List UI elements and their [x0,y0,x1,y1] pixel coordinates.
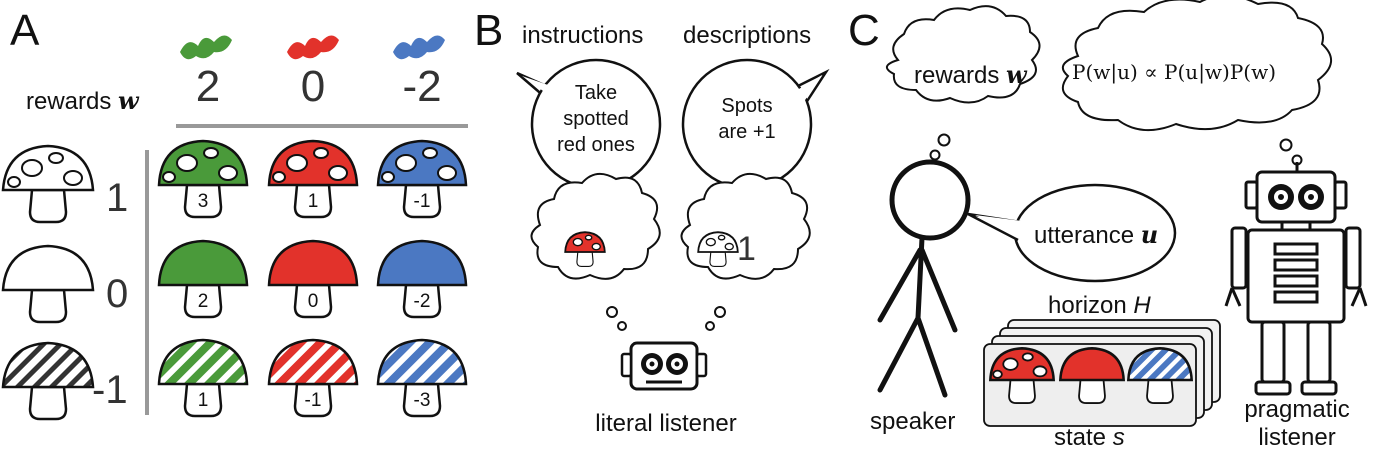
spotted-mushroom-icon [1,144,95,224]
red-spotted-mushroom-icon [267,139,359,219]
blue-striped-mushroom-icon [1126,347,1194,404]
posterior-thought-cloud [1061,0,1332,166]
description-speech-bubble [681,58,830,190]
green-striped-mushroom-icon [157,338,249,418]
rewards-thought-text: rewards w [914,60,1027,89]
cell-value: -1 [413,191,431,212]
red-spotted-mushroom-icon [564,231,606,267]
cell-value: 2 [197,291,209,312]
striped-mushroom-icon [1,341,95,421]
green-spotted-mushroom-icon [157,139,249,219]
instruction-speech-bubble [516,58,662,190]
cell-value: -2 [413,291,431,312]
green-reward: 2 [195,62,221,111]
cell-value: -1 [304,390,322,411]
blue-plain-mushroom-icon [376,239,468,319]
robot-head-icon [620,341,708,391]
blue-spotted-mushroom-icon [376,139,468,219]
horizon-label: horizon H [1048,292,1151,319]
instructions-heading: instructions [522,22,644,49]
rewards-thought-cloud [886,5,1041,161]
plain-mushroom-icon [1,244,95,324]
cell-value: 1 [197,390,209,411]
robot-eyes [1268,184,1324,210]
red-reward: 0 [300,62,326,111]
red-swatch-icon [287,35,339,60]
literal-listener-label: literal listener [595,410,737,437]
speaker-label: speaker [870,408,956,435]
rewards-label: rewards w [26,86,139,115]
utterance-text: utterance u [1034,220,1159,249]
striped-row-reward: -1 [92,368,128,412]
green-plain-mushroom-icon [157,239,249,319]
spotted-mushroom-icon [697,231,739,267]
red-plain-mushroom-icon [1058,347,1126,404]
blue-reward: -2 [402,62,442,111]
blue-striped-mushroom-icon [376,338,468,418]
instruction-text: Take spotted red ones [557,82,635,156]
red-striped-mushroom-icon [267,338,359,418]
green-swatch-icon [180,35,232,60]
panel-b-letter: B [474,6,504,55]
plain-row-reward: 0 [106,272,129,316]
thought-value: 1 [737,230,756,268]
spotted-row-reward: 1 [106,176,129,220]
panel-c-letter: C [848,6,880,55]
red-plain-mushroom-icon [267,239,359,319]
pragmatic-listener-label: pragmatic listener [1244,396,1350,451]
red-spotted-mushroom-icon [988,347,1056,404]
cell-value: 1 [307,191,319,212]
utterance-speech-bubble [967,183,1177,283]
panel-a-letter: A [10,6,40,55]
thought-cloud-left [530,172,661,331]
cell-value: -3 [413,390,431,411]
speaker-figure-icon [877,159,971,398]
state-label: state s [1054,424,1125,451]
blue-swatch-icon [393,35,445,60]
descriptions-heading: descriptions [683,22,812,49]
cell-value: 0 [307,291,319,312]
robot-icon [1224,162,1368,396]
description-text: Spots are +1 [718,95,776,143]
cell-value: 3 [197,191,209,212]
posterior-formula: P(w|u) ∝ P(u|w)P(w) [1072,60,1277,84]
